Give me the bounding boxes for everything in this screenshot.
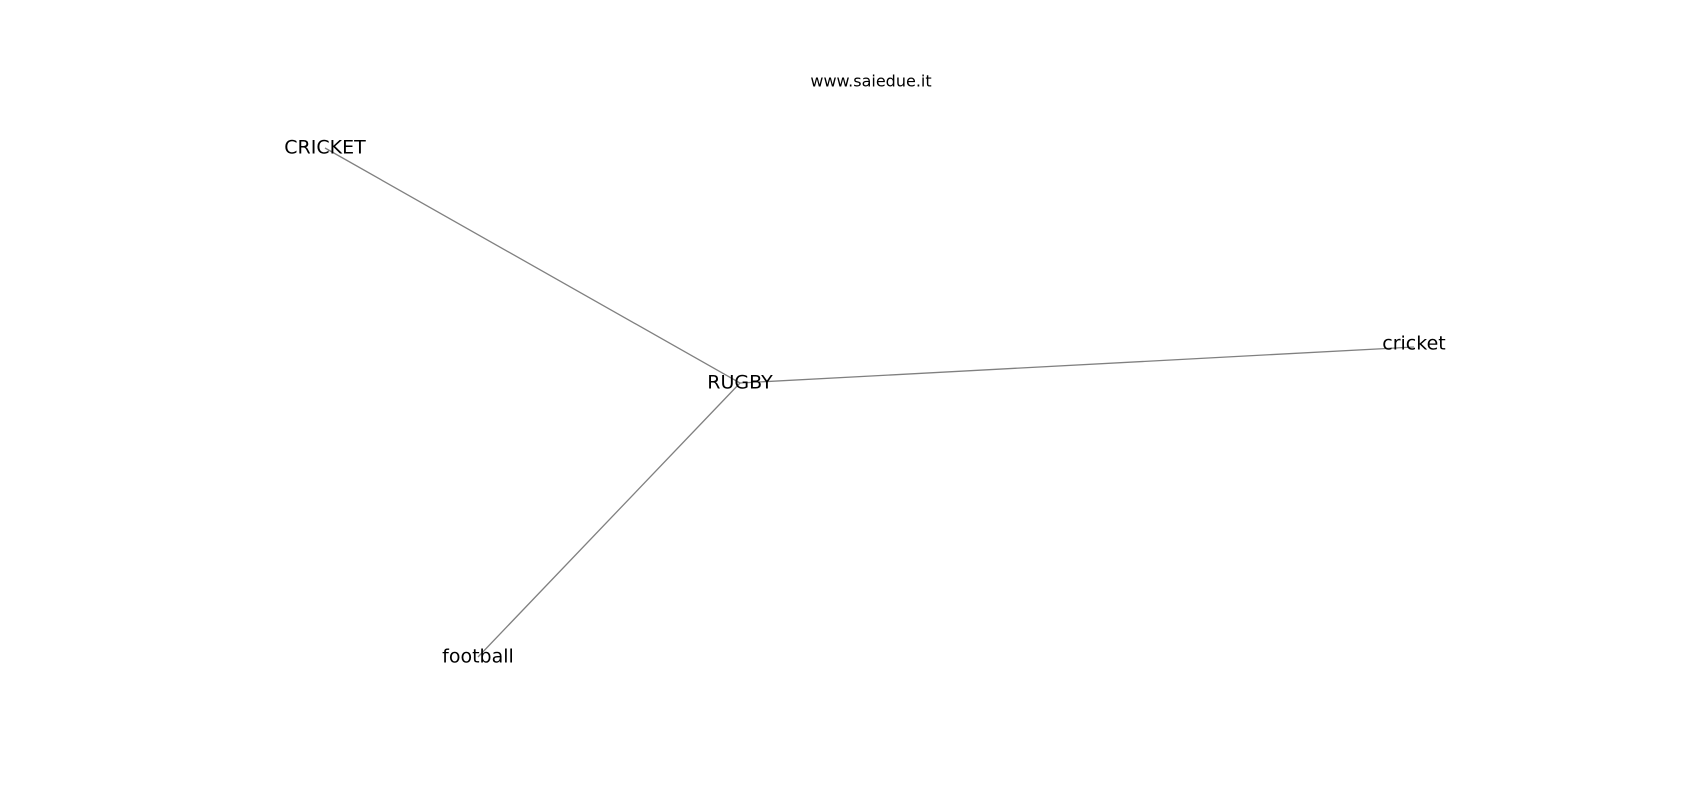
edges-layer [324, 147, 1415, 658]
nodes-layer: RUGBY CRICKET cricket football [284, 137, 1445, 668]
node-label-football: football [442, 646, 514, 668]
edge-rugby-cricket-lower [739, 346, 1415, 384]
edge-rugby-cricket-upper [324, 147, 741, 384]
node-label-cricket-lower: cricket [1382, 333, 1445, 355]
site-title: www.saiedue.it [810, 72, 931, 91]
edge-rugby-football [477, 382, 741, 658]
node-label-rugby: RUGBY [707, 372, 773, 394]
node-label-cricket-upper: CRICKET [284, 137, 366, 159]
